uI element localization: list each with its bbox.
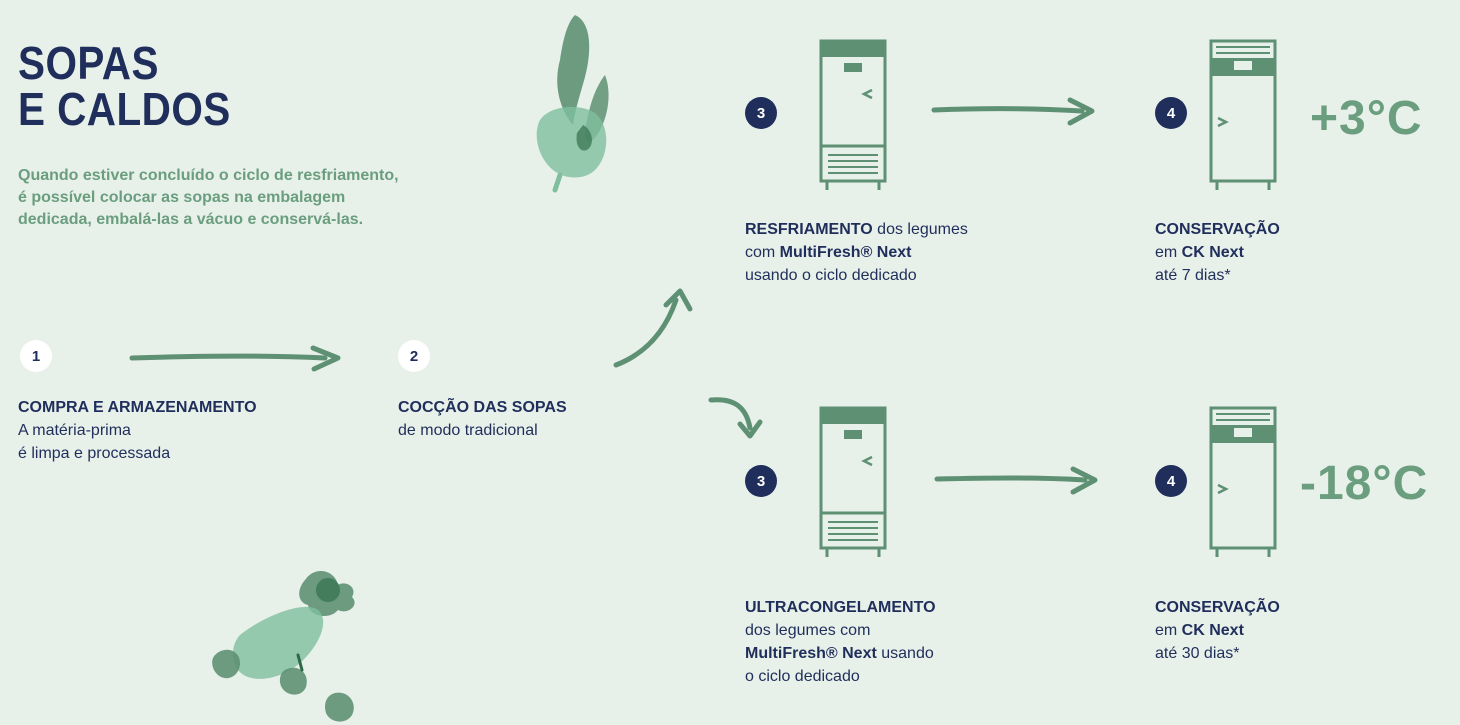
- step-1-line-3: é limpa e processada: [18, 445, 171, 462]
- step-3b-badge: 3: [745, 465, 777, 497]
- step-1-line-2: A matéria-prima: [18, 422, 131, 439]
- temperature-top: +3°C: [1310, 92, 1423, 145]
- step-4b-pre-2: em: [1155, 622, 1182, 639]
- step-1-heading: COMPRA E ARMAZENAMENTO: [18, 399, 257, 416]
- step-3b-heading: ULTRACONGELAMENTO: [745, 599, 936, 616]
- step-3b-label: ULTRACONGELAMENTO dos legumes com MultiF…: [745, 596, 936, 688]
- arrow-right-icon: [934, 466, 1098, 495]
- step-4a-badge: 4: [1155, 97, 1187, 129]
- arrow-right-icon: [931, 97, 1095, 126]
- step-3a-line-3: usando o ciclo dedicado: [745, 267, 917, 284]
- step-4a-heading: CONSERVAÇÃO: [1155, 221, 1280, 238]
- intro-line-3: dedicada, embalá-las a vácuo e conservá-…: [18, 211, 364, 228]
- blast-chiller-icon: [819, 39, 887, 190]
- step-4a-bold-2: CK Next: [1181, 244, 1244, 261]
- step-3a-pre-2: com: [745, 244, 780, 261]
- intro-line-2: é possível colocar as sopas na embalagem: [18, 189, 346, 206]
- beet-illustration: [536, 15, 609, 193]
- step-4b-label: CONSERVAÇÃO em CK Next até 30 dias*: [1155, 596, 1280, 665]
- step-4a-label: CONSERVAÇÃO em CK Next até 7 dias*: [1155, 218, 1280, 287]
- cabinet-icon: [1209, 39, 1277, 190]
- step-4a-pre-2: em: [1155, 244, 1182, 261]
- title-line-1: SOPAS: [18, 37, 159, 89]
- curved-arrow-icon: [613, 288, 693, 368]
- step-3a-bold-2: MultiFresh® Next: [779, 244, 912, 261]
- step-1-badge: 1: [20, 340, 52, 372]
- step-4b-badge: 4: [1155, 465, 1187, 497]
- step-3b-line-2: dos legumes com: [745, 622, 871, 639]
- step-2-line-2: de modo tradicional: [398, 422, 538, 439]
- step-3b-text-3: usando: [876, 645, 934, 662]
- step-2-label: COCÇÃO DAS SOPAS de modo tradicional: [398, 396, 567, 442]
- curved-arrow-icon: [708, 397, 763, 439]
- step-3a-bold-1: RESFRIAMENTO: [745, 221, 873, 238]
- vegetables-illustration: [212, 570, 355, 722]
- step-4b-heading: CONSERVAÇÃO: [1155, 599, 1280, 616]
- blast-chiller-icon: [819, 406, 887, 557]
- step-3b-line-4: o ciclo dedicado: [745, 668, 860, 685]
- step-4a-line-3: até 7 dias*: [1155, 267, 1231, 284]
- step-3b-bold-3: MultiFresh® Next: [745, 645, 877, 662]
- step-1-label: COMPRA E ARMAZENAMENTO A matéria-prima é…: [18, 396, 257, 465]
- title-line-2: E CALDOS: [18, 83, 231, 135]
- step-4b-line-3: até 30 dias*: [1155, 645, 1240, 662]
- step-3a-text-1: dos legumes: [872, 221, 968, 238]
- page-title: SOPAS E CALDOS: [18, 40, 231, 132]
- intro-text: Quando estiver concluído o ciclo de resf…: [18, 165, 488, 231]
- step-3a-label: RESFRIAMENTO dos legumes com MultiFresh®…: [745, 218, 968, 287]
- step-2-heading: COCÇÃO DAS SOPAS: [398, 399, 567, 416]
- intro-line-1: Quando estiver concluído o ciclo de resf…: [18, 167, 399, 184]
- step-2-badge: 2: [398, 340, 430, 372]
- step-4b-bold-2: CK Next: [1181, 622, 1244, 639]
- temperature-bottom: -18°C: [1300, 457, 1429, 510]
- cabinet-icon: [1209, 406, 1277, 557]
- arrow-right-icon: [129, 345, 341, 372]
- step-3a-badge: 3: [745, 97, 777, 129]
